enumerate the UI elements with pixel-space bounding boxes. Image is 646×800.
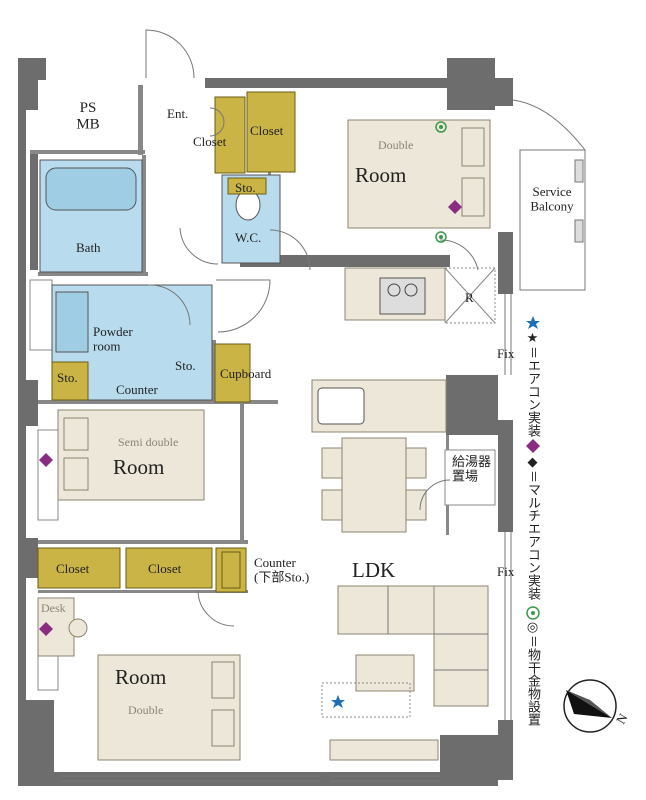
- storage-label-counter: Sto.: [175, 358, 196, 373]
- drying-ring-icon: [435, 231, 447, 243]
- drying-ring-icon: [435, 121, 447, 133]
- multi-aircon-diamond-icon: [39, 622, 53, 636]
- fix-label-2: Fix: [497, 564, 515, 579]
- water-heater-label: 給湯器置場: [452, 454, 491, 483]
- closet-label-1: Closet: [193, 134, 227, 149]
- windows: [60, 294, 512, 782]
- storage-label-powder: Sto.: [57, 370, 78, 385]
- compass-icon: N: [563, 679, 631, 733]
- aircon-star-icon: [331, 695, 345, 708]
- legend-aircon: ★＝エアコン実装: [526, 331, 541, 438]
- closet-label-3: Closet: [56, 561, 90, 576]
- legend-star-icon: [526, 316, 540, 329]
- cupboard-label: Cupboard: [220, 366, 272, 381]
- legend-ring-icon: [526, 606, 540, 620]
- closet-label-2: Closet: [250, 123, 284, 138]
- storage-label-wc: Sto.: [235, 180, 256, 195]
- legend-multi-aircon: ◆＝マルチエアコン実装: [526, 455, 541, 601]
- counter-sto-label: Counter(下部Sto.): [254, 555, 309, 584]
- refrigerator-label: R: [465, 290, 474, 305]
- double-label-top: Double: [378, 138, 413, 152]
- desk-label: Desk: [41, 601, 66, 615]
- room-label-top: Room: [355, 163, 406, 187]
- vanity-sink: [55, 291, 89, 353]
- room-label-middle: Room: [113, 455, 164, 479]
- furniture: [37, 99, 586, 761]
- door-swings: [145, 29, 479, 627]
- closet-label-4: Closet: [148, 561, 182, 576]
- legend-diamond-icon: [526, 439, 540, 453]
- wc-label: W.C.: [235, 230, 261, 245]
- multi-aircon-diamond-icon: [448, 200, 462, 214]
- ldk-label: LDK: [352, 558, 395, 582]
- symbols: [39, 121, 540, 708]
- multi-aircon-diamond-icon: [39, 453, 53, 467]
- closets: [37, 91, 296, 593]
- double-label-bottom: Double: [128, 703, 163, 717]
- legend-drying-hardware: ◎＝物干金物設置: [526, 620, 541, 727]
- compass-north-label: N: [613, 710, 631, 726]
- bath-label: Bath: [76, 240, 101, 255]
- room-label-bottom: Room: [115, 665, 166, 689]
- semi-double-label: Semi double: [118, 435, 178, 449]
- bathtub: [45, 167, 137, 211]
- fix-label-1: Fix: [497, 346, 515, 361]
- counter-label: Counter: [116, 382, 159, 397]
- entrance-label: Ent.: [167, 106, 188, 121]
